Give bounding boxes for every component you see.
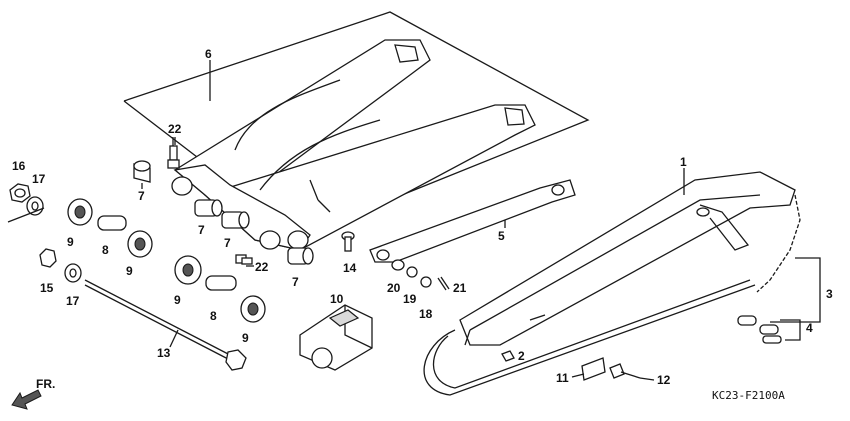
chain-joint-4	[737, 315, 782, 344]
divider-line	[7, 207, 45, 223]
callout-9c: 9	[174, 293, 181, 307]
callout-5: 5	[498, 229, 505, 243]
nut-2	[501, 350, 515, 362]
swingarm	[171, 39, 536, 251]
callout-22-lower: 22	[255, 260, 269, 274]
callout-7b: 7	[198, 223, 205, 237]
callout-4: 4	[806, 321, 813, 335]
callout-1: 1	[680, 155, 687, 169]
bolt-12	[609, 363, 641, 379]
callout-2: 2	[518, 349, 525, 363]
front-direction-indicator: FR.	[11, 377, 55, 410]
callout-labels: 6 22 7 7 7 7 22 16 17 15 17 9 8 9 9 8 9 …	[12, 47, 833, 387]
washer-17-upper	[26, 196, 44, 216]
callout-18: 18	[419, 307, 433, 321]
callout-7c: 7	[224, 236, 231, 250]
spacer-8a	[97, 215, 127, 231]
diagram-code: KC23-F2100A	[712, 389, 785, 402]
chain-guide-5	[369, 179, 576, 263]
washer-19	[406, 266, 418, 278]
spacer-8b	[205, 275, 237, 291]
callout-12: 12	[657, 373, 671, 387]
drive-chain-3	[423, 194, 801, 396]
callout-17-upper: 17	[32, 172, 46, 186]
callout-3: 3	[826, 287, 833, 301]
callout-14: 14	[343, 261, 357, 275]
front-label: FR.	[36, 377, 55, 391]
callout-17-lower: 17	[66, 294, 80, 308]
callout-9d: 9	[242, 331, 249, 345]
bushing-7c	[221, 211, 250, 229]
chain-slider-10	[299, 304, 373, 371]
pivot-bolt-13	[84, 279, 247, 371]
bearing-9c	[174, 255, 202, 285]
callout-22-upper: 22	[168, 122, 182, 136]
cotter-pin-21	[437, 276, 450, 291]
chain-case-1	[459, 171, 796, 346]
callout-11: 11	[556, 371, 569, 385]
callout-19: 19	[403, 292, 417, 306]
nut-18	[420, 276, 432, 288]
washer-17-lower	[64, 263, 82, 283]
callout-21: 21	[453, 281, 467, 295]
nut-16	[9, 183, 31, 203]
bearing-9a	[67, 198, 93, 226]
callout-8b: 8	[210, 309, 217, 323]
callout-8a: 8	[102, 243, 109, 257]
callout-7a: 7	[138, 189, 145, 203]
nut-15	[39, 248, 57, 268]
washer-20	[391, 259, 405, 271]
bolt-14	[341, 231, 355, 252]
bearing-9b	[127, 230, 153, 258]
callout-20: 20	[387, 281, 401, 295]
callout-13: 13	[157, 346, 171, 360]
callout-16: 16	[12, 159, 26, 173]
bushing-7b	[194, 199, 223, 217]
bushing-7d	[287, 247, 314, 265]
callout-15: 15	[40, 281, 54, 295]
bearing-9d	[240, 295, 266, 323]
arrow-down-left-icon	[11, 389, 42, 410]
label-plate-11	[581, 357, 606, 381]
callout-7d: 7	[292, 275, 299, 289]
grease-fitting-lower	[235, 254, 253, 265]
callout-9b: 9	[126, 264, 133, 278]
callout-6: 6	[205, 47, 212, 61]
bushing-7a	[133, 160, 151, 183]
grease-fitting-upper	[167, 137, 180, 169]
callout-10: 10	[330, 292, 344, 306]
callout-9a: 9	[67, 235, 74, 249]
